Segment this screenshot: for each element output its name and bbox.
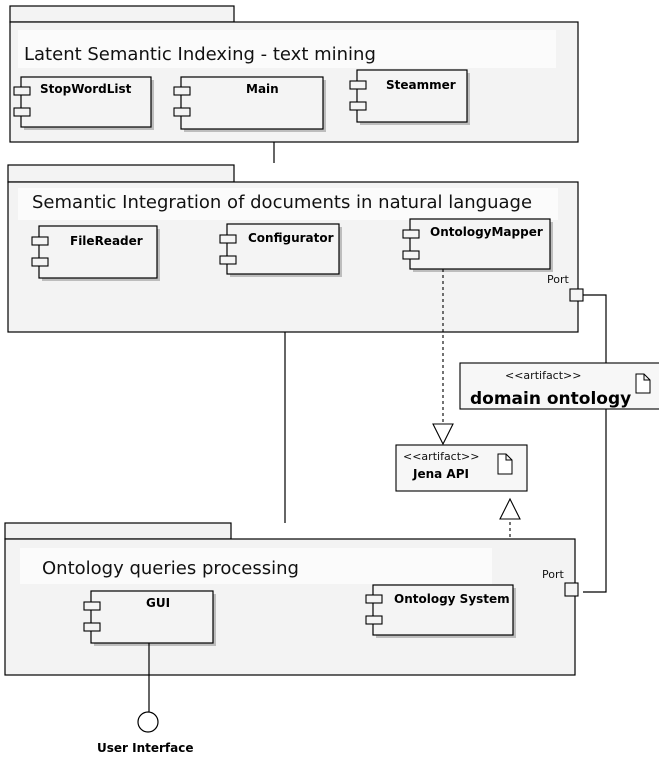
package-title: Latent Semantic Indexing - text mining bbox=[24, 44, 376, 65]
port bbox=[564, 582, 579, 597]
artifact-jena-api: <<artifact>> Jena API bbox=[395, 444, 528, 492]
component-filereader: FileReader bbox=[31, 225, 160, 281]
component-icon bbox=[13, 86, 31, 96]
artifact-stereotype: <<artifact>> bbox=[505, 369, 581, 382]
arrowhead-icon bbox=[432, 423, 454, 446]
artifact-stereotype: <<artifact>> bbox=[403, 450, 479, 463]
component-label: Configurator bbox=[248, 231, 334, 245]
document-icon bbox=[635, 373, 651, 394]
package-semantic-integration: Semantic Integration of documents in nat… bbox=[7, 164, 584, 333]
package-title-band bbox=[18, 188, 558, 220]
component-icon bbox=[173, 86, 191, 96]
port bbox=[569, 288, 584, 302]
component-label: Ontology System bbox=[394, 592, 510, 606]
port-label: Port bbox=[542, 568, 564, 581]
component-label: OntologyMapper bbox=[430, 225, 543, 239]
component-ontology-system: Ontology System bbox=[365, 584, 516, 638]
component-icon bbox=[365, 594, 383, 604]
component-label: Main bbox=[246, 82, 279, 96]
artifact-domain-ontology: <<artifact>> domain ontology bbox=[459, 362, 659, 410]
package-title-band bbox=[20, 548, 492, 584]
component-steammer: Steammer bbox=[349, 69, 470, 125]
package-lsi: Latent Semantic Indexing - text mining S… bbox=[9, 5, 579, 143]
component-label: FileReader bbox=[70, 234, 143, 248]
port-label: Port bbox=[547, 273, 569, 286]
package-title-band bbox=[18, 30, 556, 68]
port-connector bbox=[583, 294, 607, 363]
artifact-name: domain ontology bbox=[470, 389, 631, 409]
component-configurator: Configurator bbox=[219, 223, 342, 277]
component-label: GUI bbox=[146, 596, 170, 610]
port-connector bbox=[583, 409, 607, 593]
component-label: Steammer bbox=[386, 78, 456, 92]
package-tab bbox=[4, 522, 232, 540]
component-icon bbox=[349, 80, 367, 90]
component-main: Main bbox=[173, 76, 326, 132]
component-icon bbox=[402, 229, 420, 239]
component-icon bbox=[219, 234, 237, 244]
component-stopwordlist: StopWordList bbox=[13, 76, 154, 130]
component-icon bbox=[83, 601, 101, 611]
package-title: Ontology queries processing bbox=[42, 558, 299, 579]
package-ontology-queries: Ontology queries processing GUI Ontology… bbox=[4, 522, 579, 676]
artifact-name: Jena API bbox=[412, 467, 469, 481]
component-label: StopWordList bbox=[40, 82, 132, 96]
interface-label: User Interface bbox=[97, 741, 194, 755]
artifact-box bbox=[459, 362, 659, 410]
arrowhead-icon bbox=[499, 497, 521, 520]
component-ontologymapper: OntologyMapper bbox=[402, 218, 553, 272]
document-icon bbox=[497, 453, 513, 475]
package-tab bbox=[9, 5, 235, 23]
package-title: Semantic Integration of documents in nat… bbox=[32, 192, 532, 213]
component-gui: GUI bbox=[83, 590, 216, 646]
provided-interface-icon bbox=[137, 711, 159, 733]
component-icon bbox=[31, 236, 49, 246]
package-tab bbox=[7, 164, 235, 183]
